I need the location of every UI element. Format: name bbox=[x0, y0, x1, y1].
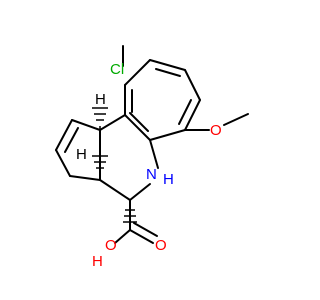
bond-c2-c3 bbox=[184, 69, 201, 101]
bond-c4-c4a bbox=[149, 129, 186, 141]
stereo-hash-bond-mid bbox=[92, 155, 108, 178]
stereo-hash-bond-top bbox=[92, 107, 108, 132]
methoxy-oxygen-label: O bbox=[210, 122, 222, 139]
stereo-hydrogen-top-label: H bbox=[95, 91, 106, 108]
carbonyl-oxygen-label: O bbox=[155, 237, 167, 254]
bond-c1-c2 bbox=[149, 59, 186, 71]
stereo-hydrogen-mid-label: H bbox=[76, 146, 87, 163]
bond-c-oh bbox=[114, 229, 131, 244]
stereo-hash-bond-cooh bbox=[123, 202, 137, 228]
bond-c9a-c9b bbox=[99, 114, 126, 131]
hydroxyl-hydrogen-label: H bbox=[92, 253, 103, 270]
molecule-structure: Cl O N H O O H H H bbox=[55, 45, 249, 270]
bond-c2p-c3p bbox=[55, 149, 71, 177]
bond-c3p-c3a bbox=[69, 175, 101, 181]
bond-c-o-double-2 bbox=[133, 222, 158, 237]
bond-o-ch3 bbox=[223, 113, 249, 126]
bond-c9-c1 bbox=[124, 59, 151, 86]
bond-c4a-c9b-double bbox=[129, 112, 149, 132]
nitrogen-label: N bbox=[146, 166, 157, 183]
bond-n-c4 bbox=[129, 183, 151, 201]
bond-c9a-c1p bbox=[71, 119, 101, 131]
bond-c3-c4-double bbox=[178, 99, 192, 125]
amine-hydrogen-label: H bbox=[163, 171, 174, 188]
bond-c4a-c9b bbox=[124, 114, 151, 141]
bond-c1p-c2p bbox=[55, 119, 73, 151]
bond-c4a-n bbox=[149, 139, 159, 169]
chlorine-label: Cl bbox=[110, 61, 124, 78]
bond-c1p-c2p-double bbox=[64, 127, 79, 153]
bond-c1-c2-double bbox=[155, 68, 181, 77]
bond-c3-c4 bbox=[184, 99, 201, 131]
hydroxyl-oxygen-label: O bbox=[105, 237, 117, 254]
bond-c4-c3a bbox=[99, 179, 131, 201]
bond-c-o-double-1 bbox=[129, 229, 154, 244]
